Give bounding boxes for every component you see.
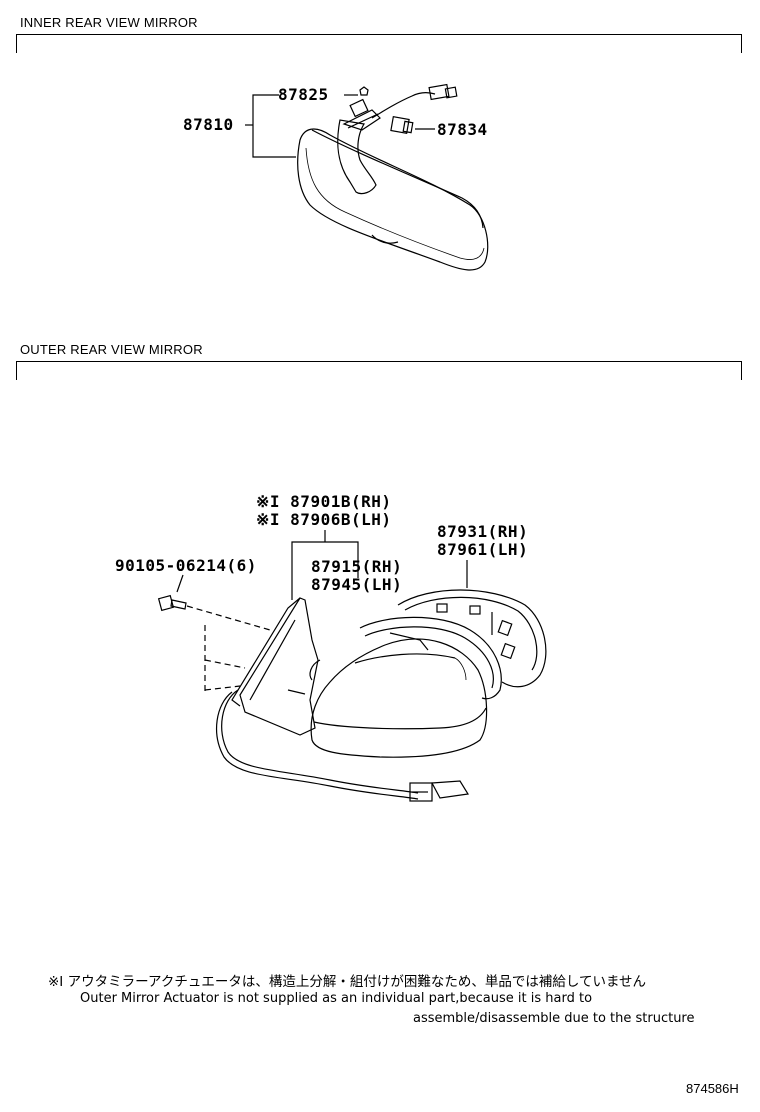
part-label-87834[interactable]: 87834 [437,120,488,139]
inner-leader-lines [245,94,435,158]
inner-section-bracket [16,34,742,53]
part-label-87931[interactable]: 87931(RH) [437,522,529,541]
part-label-87906b[interactable]: ※I 87906B(LH) [256,510,392,529]
inner-section-title: INNER REAR VIEW MIRROR [20,15,198,30]
outer-mirror-base-illustration [216,597,469,802]
part-label-90105[interactable]: 90105-06214(6) [115,556,257,575]
part-label-87945[interactable]: 87945(LH) [311,575,403,594]
part-label-87901b[interactable]: ※I 87901B(RH) [256,492,392,511]
outer-section-bracket [16,361,742,380]
note-english-line1: Outer Mirror Actuator is not supplied as… [80,991,593,1006]
inner-mirror-illustration [297,83,489,271]
part-label-87810[interactable]: 87810 [183,115,234,134]
part-label-87961[interactable]: 87961(LH) [437,540,529,559]
note-english-line2: assemble/disassemble due to the structur… [413,1011,695,1026]
part-label-87825[interactable]: 87825 [278,85,329,104]
part-label-87915[interactable]: 87915(RH) [311,557,403,576]
note-japanese: ※I アウタミラーアクチュエータは、構造上分解・組付けが困難なため、単品では補給… [48,974,647,990]
outer-mirror-housing-illustration [309,638,488,758]
diagram-code: 874586H [686,1081,739,1096]
outer-mirror-glass-illustration [359,589,547,700]
outer-leader-lines [176,530,468,695]
bolt-illustration [157,594,187,612]
outer-section-title: OUTER REAR VIEW MIRROR [20,342,203,357]
